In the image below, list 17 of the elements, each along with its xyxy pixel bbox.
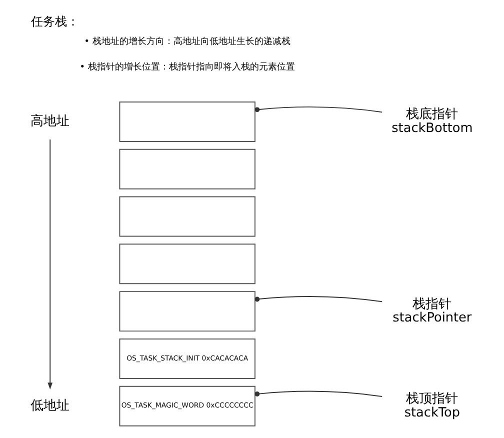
node-text: 栈指针 stackPointer bbox=[392, 296, 472, 326]
connector bbox=[254, 296, 382, 302]
label: • 栈地址的增长方向：高地址向低地址生长的递减栈 bbox=[84, 36, 290, 47]
connector bbox=[254, 106, 382, 113]
node-box bbox=[118, 244, 255, 284]
label: • 栈指针的增长位置：栈指针指向即将入栈的元素位置 bbox=[79, 62, 294, 73]
arrow bbox=[47, 139, 52, 390]
diagram-title: 任务栈： bbox=[30, 14, 79, 29]
connector bbox=[254, 390, 382, 397]
node-text: 高地址 bbox=[30, 114, 70, 130]
node-text: 低地址 bbox=[30, 398, 70, 414]
node-box bbox=[118, 291, 255, 332]
node-text: 栈底指针 stackBottom bbox=[391, 107, 472, 136]
node-box bbox=[118, 102, 255, 142]
node-box bbox=[118, 196, 255, 237]
node-text: 栈顶指针 stackTop bbox=[404, 392, 460, 420]
node-box bbox=[118, 148, 255, 190]
